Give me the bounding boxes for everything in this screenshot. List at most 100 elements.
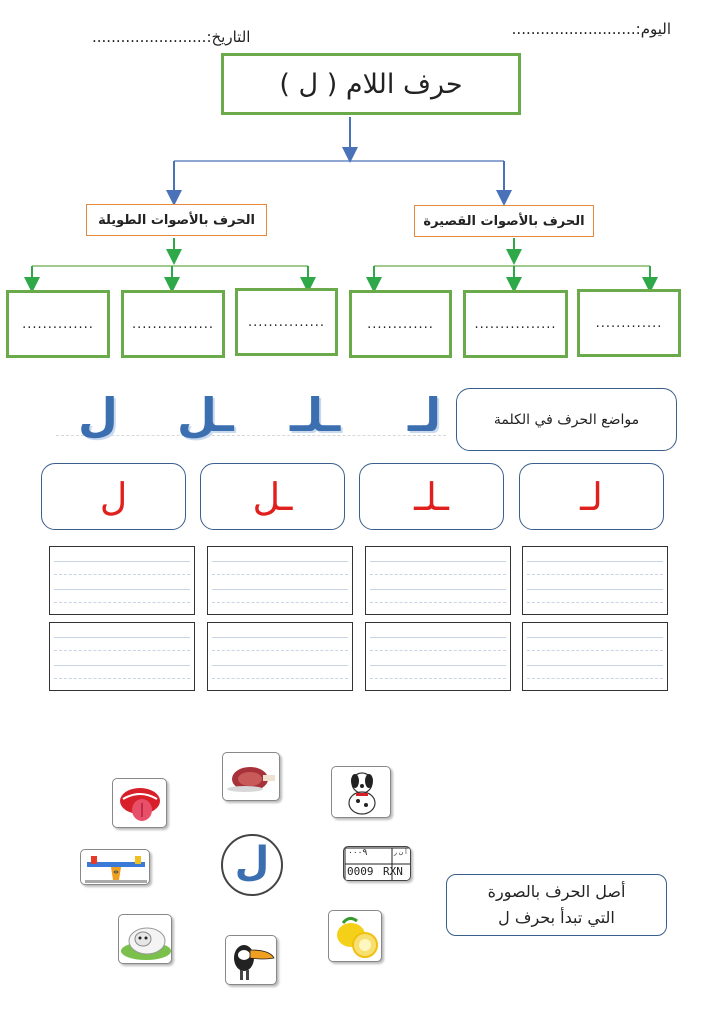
- writing-guide-line: [54, 561, 190, 562]
- plate-number: 0009: [347, 865, 374, 878]
- writing-guide-line: [54, 678, 190, 679]
- writing-practice-box[interactable]: [522, 546, 668, 615]
- writing-practice-box[interactable]: [49, 622, 195, 691]
- red-letter-box: ـلـ: [359, 463, 504, 530]
- writing-guide-line: [370, 602, 506, 603]
- match-letter-circle: ل: [221, 834, 283, 896]
- writing-guide-line: [527, 589, 663, 590]
- writing-guide-line: [212, 574, 348, 575]
- red-letter-box: ل: [41, 463, 186, 530]
- writing-guide-line: [54, 637, 190, 638]
- license-plate-icon: [344, 847, 410, 880]
- writing-guide-line: [370, 637, 506, 638]
- tongue-picture[interactable]: [112, 778, 167, 828]
- writing-guide-line: [527, 561, 663, 562]
- writing-guide-line: [212, 665, 348, 666]
- writing-guide-line: [370, 665, 506, 666]
- seesaw-picture[interactable]: [80, 849, 150, 885]
- day-label: اليوم:: [635, 20, 671, 38]
- meat-icon: [227, 767, 275, 792]
- writing-guide-line: [370, 561, 506, 562]
- plate-code: RXN: [383, 865, 403, 878]
- day-dots[interactable]: ..........................: [511, 20, 636, 38]
- answer-blank: ................: [474, 316, 557, 332]
- writing-guide-line: [212, 602, 348, 603]
- writing-guide-line: [212, 561, 348, 562]
- answer-blank: ................: [131, 316, 215, 332]
- baseline-guide: [56, 435, 446, 436]
- lesson-title-box: حرف اللام ( ل ): [221, 53, 521, 115]
- letter-form-isolated: ل: [78, 388, 118, 442]
- toucan-icon: [234, 945, 275, 980]
- instruction-line-1: أصل الحرف بالصورة: [487, 882, 626, 901]
- writing-practice-box[interactable]: [522, 622, 668, 691]
- red-letter-final: ـل: [252, 474, 293, 519]
- short-vowels-label: الحرف بالأصوات القصيرة: [423, 213, 585, 229]
- writing-guide-line: [527, 637, 663, 638]
- seesaw-icon: [85, 856, 147, 883]
- answer-blank: .............: [595, 315, 663, 331]
- long-vowel-answer-box[interactable]: ...............: [235, 288, 338, 356]
- short-vowel-answer-box[interactable]: ................: [463, 290, 568, 358]
- red-letter-box: لـ: [519, 463, 664, 530]
- sheep-picture[interactable]: [118, 914, 172, 964]
- writing-guide-line: [527, 665, 663, 666]
- long-vowels-box: الحرف بالأصوات الطويلة: [86, 204, 267, 236]
- red-letter-isolated: ل: [99, 474, 128, 519]
- positions-label: مواضع الحرف في الكلمة: [493, 411, 640, 428]
- plate-top: ٠٠٠٩: [348, 848, 368, 858]
- writing-guide-line: [527, 574, 663, 575]
- lemon-icon: [337, 916, 378, 958]
- writing-guide-line: [370, 650, 506, 651]
- writing-practice-box[interactable]: [49, 546, 195, 615]
- writing-guide-line: [212, 637, 348, 638]
- writing-guide-line: [527, 650, 663, 651]
- writing-guide-line: [527, 602, 663, 603]
- letter-form-initial: لـ: [408, 388, 441, 442]
- letter-form-final: ـل: [177, 388, 234, 442]
- writing-guide-line: [54, 589, 190, 590]
- tongue-icon: [120, 788, 160, 821]
- writing-guide-line: [54, 602, 190, 603]
- red-letter-medial: ـلـ: [414, 474, 449, 519]
- red-letter-initial: لـ: [580, 474, 603, 519]
- positions-label-box: مواضع الحرف في الكلمة: [456, 388, 677, 451]
- writing-guide-line: [370, 574, 506, 575]
- match-letter: ل: [234, 839, 270, 885]
- writing-practice-box[interactable]: [207, 546, 353, 615]
- red-letter-box: ـل: [200, 463, 345, 530]
- date-field: التاريخ:........................: [92, 28, 250, 46]
- dog-icon: [348, 772, 376, 815]
- answer-blank: ...............: [248, 314, 325, 330]
- instruction-box: أصل الحرف بالصورة التي تبدأ بحرف ل: [446, 874, 667, 936]
- license-plate-picture[interactable]: ٠٠٠٩ أ ن ر 0009 RXN: [343, 846, 411, 881]
- writing-guide-line: [527, 678, 663, 679]
- writing-practice-box[interactable]: [207, 622, 353, 691]
- writing-practice-box[interactable]: [365, 622, 511, 691]
- dog-picture[interactable]: [331, 766, 391, 818]
- date-label: التاريخ:: [206, 28, 251, 46]
- long-vowel-answer-box[interactable]: ..............: [6, 290, 110, 358]
- letter-form-medial: ـلـ: [290, 388, 341, 442]
- instruction-line-2: التي تبدأ بحرف ل: [498, 908, 615, 927]
- sheep-icon: [121, 927, 171, 960]
- short-vowels-box: الحرف بالأصوات القصيرة: [414, 205, 594, 237]
- lemon-picture[interactable]: [328, 910, 382, 962]
- short-vowel-answer-box[interactable]: .............: [349, 290, 452, 358]
- writing-guide-line: [370, 678, 506, 679]
- date-dots[interactable]: ........................: [92, 28, 207, 46]
- tree-connectors: [24, 117, 658, 293]
- meat-picture[interactable]: [222, 752, 280, 801]
- writing-guide-line: [370, 589, 506, 590]
- answer-blank: ..............: [22, 316, 94, 332]
- short-vowel-answer-box[interactable]: .............: [577, 289, 681, 357]
- writing-guide-line: [54, 574, 190, 575]
- writing-guide-line: [54, 650, 190, 651]
- writing-guide-line: [212, 589, 348, 590]
- writing-practice-box[interactable]: [365, 546, 511, 615]
- toucan-picture[interactable]: [225, 935, 277, 985]
- writing-guide-line: [54, 665, 190, 666]
- lesson-title: حرف اللام ( ل ): [279, 68, 463, 100]
- plate-arabic: أ ن ر: [394, 849, 407, 856]
- long-vowel-answer-box[interactable]: ................: [121, 290, 225, 358]
